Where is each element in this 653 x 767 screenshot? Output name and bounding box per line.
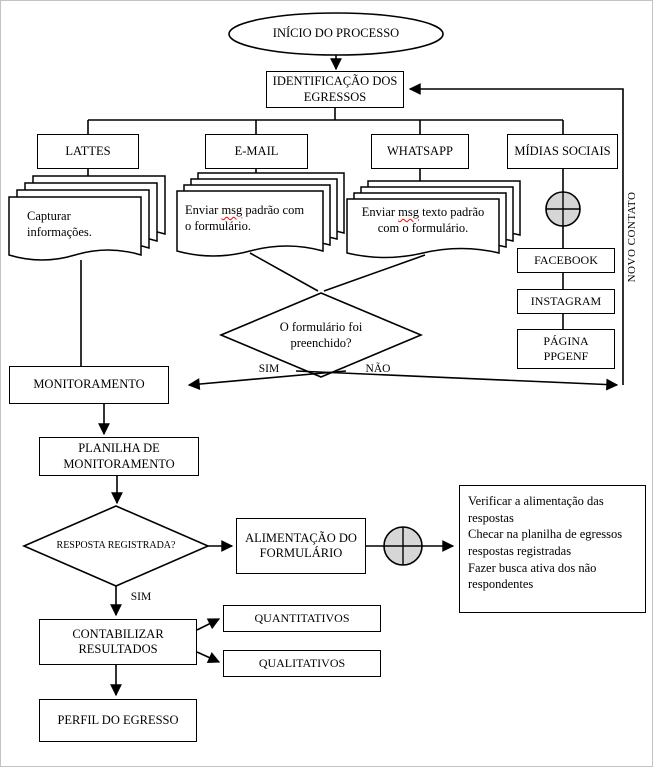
edge-distribution-bus bbox=[87, 108, 564, 134]
decision-formulario-diamond bbox=[218, 292, 424, 378]
monitoramento-box: MONITORAMENTO bbox=[9, 366, 169, 404]
alimentacao-box: ALIMENTAÇÃO DO FORMULÁRIO bbox=[236, 518, 366, 574]
observacoes-line: Fazer busca ativa dos não respondentes bbox=[468, 560, 597, 592]
pagina-ppgenf-box: PÁGINA PPGENF bbox=[517, 329, 615, 369]
edge-nao-to-novo-contato bbox=[295, 370, 619, 391]
facebook-box: FACEBOOK bbox=[517, 248, 615, 273]
decision-resposta-diamond bbox=[21, 505, 211, 587]
doc-stack-whatsapp bbox=[346, 180, 521, 259]
qualitativos-box: QUALITATIVOS bbox=[223, 650, 381, 677]
observacoes-line: Checar na planilha de egressos respostas… bbox=[468, 527, 623, 558]
edge-novo-contato-loop bbox=[408, 83, 624, 385]
whatsapp-box: WHATSAPP bbox=[371, 134, 469, 169]
plus-connector2-icon bbox=[383, 526, 423, 566]
contabilizar-box: CONTABILIZAR RESULTADOS bbox=[39, 619, 197, 665]
identificacao-box: IDENTIFICAÇÃO DOS EGRESSOS bbox=[266, 71, 404, 108]
start-terminator bbox=[228, 12, 444, 56]
planilha-box: PLANILHA DE MONITORAMENTO bbox=[39, 437, 199, 476]
edge-sim-to-monitoramento bbox=[187, 370, 347, 390]
doc-stack-lattes bbox=[8, 175, 166, 261]
edge-contabilizar-qualitativos bbox=[196, 651, 221, 663]
doc-stack-email bbox=[176, 172, 345, 257]
instagram-box: INSTAGRAM bbox=[517, 289, 615, 314]
edge-contabilizar-quantitativos bbox=[196, 618, 221, 631]
observacoes-box: Verificar a alimentação das respostas Ch… bbox=[459, 485, 646, 613]
observacoes-line: Verificar a alimentação das respostas bbox=[468, 494, 604, 525]
quantitativos-box: QUANTITATIVOS bbox=[223, 605, 381, 632]
novo-contato-label: NOVO CONTATO bbox=[626, 191, 638, 283]
lattes-box: LATTES bbox=[37, 134, 139, 169]
email-box: E-MAIL bbox=[205, 134, 308, 169]
plus-connector-icon bbox=[545, 191, 581, 227]
perfil-box: PERFIL DO EGRESSO bbox=[39, 699, 197, 742]
midias-sociais-box: MÍDIAS SOCIAIS bbox=[507, 134, 618, 169]
edge-docs-to-decision bbox=[80, 252, 426, 366]
